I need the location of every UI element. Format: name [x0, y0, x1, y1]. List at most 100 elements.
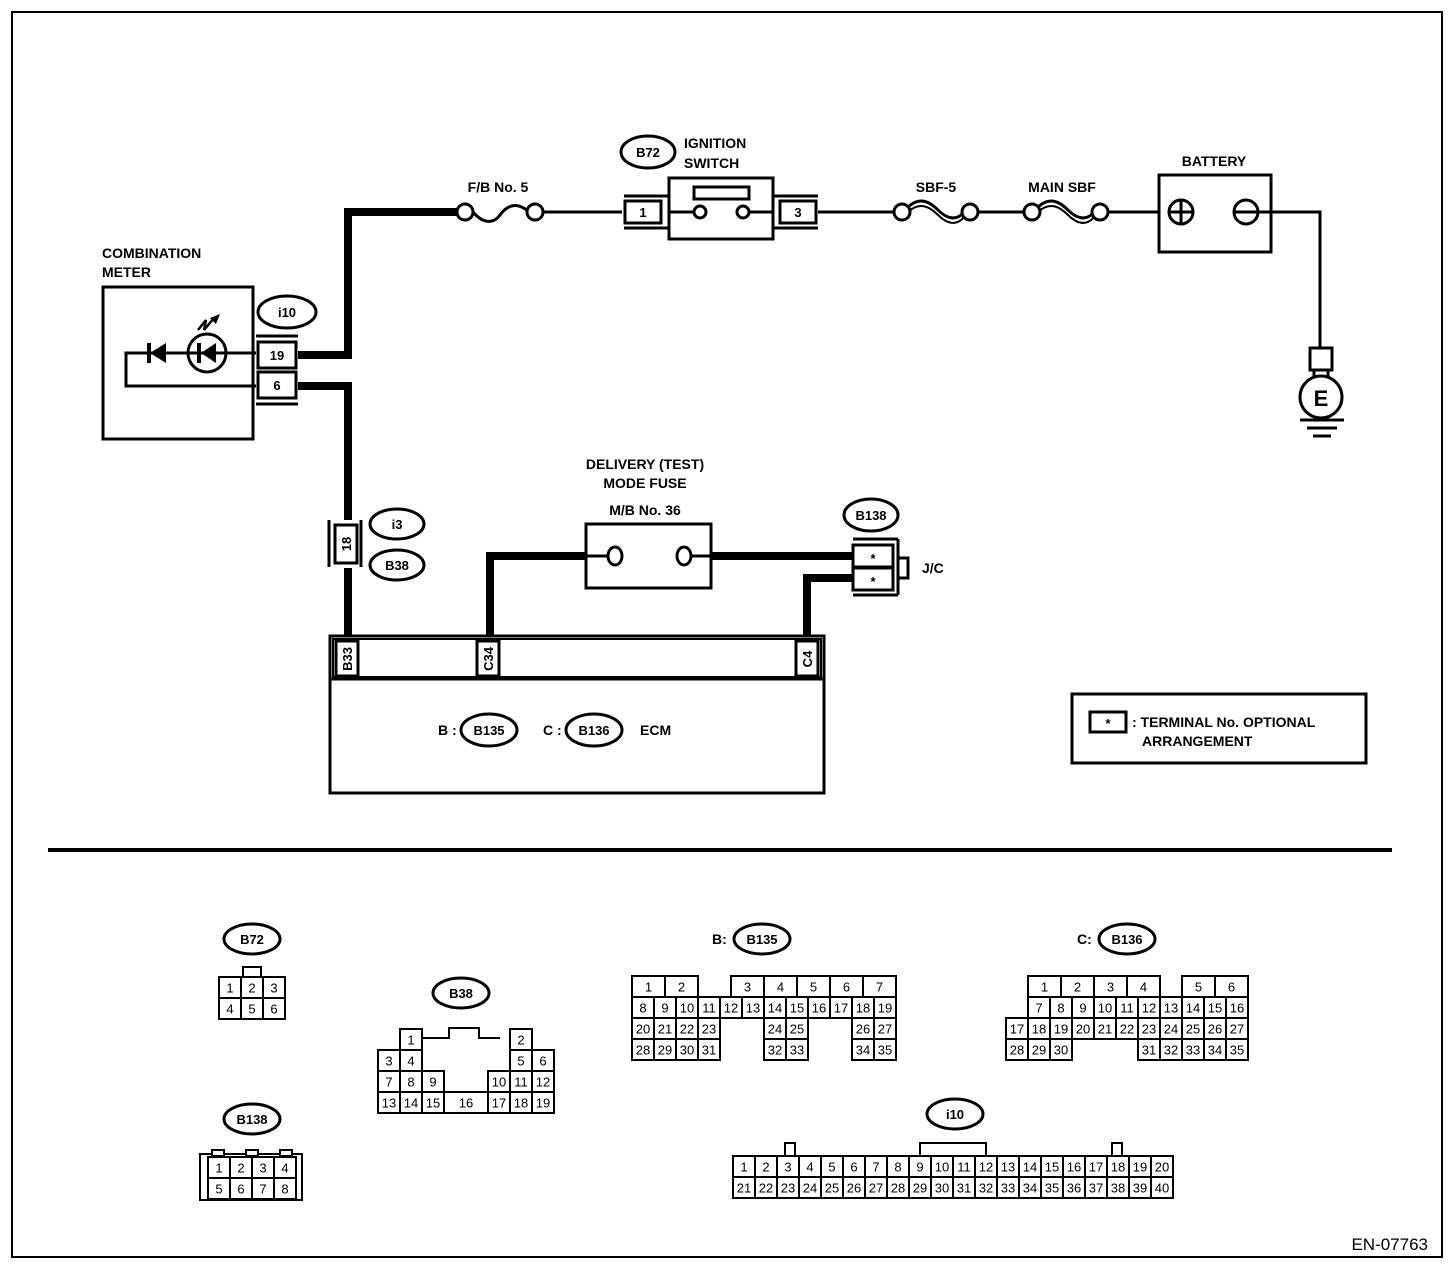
b135-pin-3-label: 3	[744, 980, 751, 995]
ground-label: E	[1314, 386, 1329, 411]
i10-pin-24-label: 24	[803, 1181, 817, 1196]
delivery-fuse-label-3: M/B No. 36	[609, 502, 681, 518]
b38-pin-19-label: 19	[536, 1096, 550, 1111]
b136-pin-30	[1049, 1038, 1073, 1061]
b135-pin-2-label: 2	[678, 980, 685, 995]
jc-pin-lower: *	[870, 574, 876, 589]
b135-pin-13-label: 13	[746, 1001, 760, 1016]
b135-pin-1-label: 1	[645, 980, 652, 995]
i10-pin-40-label: 40	[1155, 1181, 1169, 1196]
b136-pin-30-label: 30	[1054, 1043, 1068, 1058]
b136-pin-12-label: 12	[1142, 1001, 1156, 1016]
b135-pin-22-label: 22	[680, 1022, 694, 1037]
b136-pin-15-label: 15	[1208, 1001, 1222, 1016]
i10-pin-10-label: 10	[935, 1160, 949, 1175]
terminal-c34-label: C34	[481, 646, 496, 671]
i10-pin-30-label: 30	[935, 1181, 949, 1196]
ecm-prefix-b: B :	[438, 722, 457, 738]
connector-i10-inline[interactable]: i10 19 6	[256, 294, 318, 406]
i10-pin-29-label: 29	[913, 1181, 927, 1196]
b136-pin-14-label: 14	[1186, 1001, 1200, 1016]
b136-pin-26-label: 26	[1208, 1022, 1222, 1037]
b38-pin-2-label: 2	[517, 1033, 524, 1048]
b72-pin-4-label: 4	[226, 1002, 233, 1017]
ecm-prefix-c: C :	[543, 722, 562, 738]
connector-b38-tag: B38	[385, 558, 409, 573]
drawing-code: EN-07763	[1351, 1235, 1428, 1254]
connector-b135-tag: B135	[473, 723, 504, 738]
b136-pin-34-label: 34	[1208, 1043, 1222, 1058]
b135-pin-31-label: 31	[702, 1043, 716, 1058]
battery: BATTERY	[1157, 153, 1273, 254]
b136-pin-5-label: 5	[1195, 980, 1202, 995]
b135-pin-32-label: 32	[768, 1043, 782, 1058]
b136-pin-11-label: 11	[1120, 1001, 1134, 1016]
i10-pin-32-label: 32	[979, 1181, 993, 1196]
ignition-pin-1: 1	[639, 205, 646, 220]
b38-pin-11-label: 11	[514, 1075, 528, 1090]
b135-pin-21-label: 21	[658, 1022, 672, 1037]
b138-pin-4-label: 4	[281, 1161, 288, 1176]
i10-pin-23-label: 23	[781, 1181, 795, 1196]
i10-pin-16-label: 16	[1067, 1160, 1081, 1175]
i10-pin-6-label: 6	[850, 1160, 857, 1175]
b38-pin-13-label: 13	[382, 1096, 396, 1111]
i10-pin-34-label: 34	[1023, 1181, 1037, 1196]
b72-pin-5-label: 5	[248, 1002, 255, 1017]
i10-pin-1-label: 1	[740, 1160, 747, 1175]
combination-meter-label-2: METER	[102, 264, 151, 280]
b136-pin-20-label: 20	[1076, 1022, 1090, 1037]
pin-19: 19	[270, 348, 284, 363]
fuse-fb-no5: F/B No. 5	[455, 179, 545, 223]
b135-pin-25-label: 25	[790, 1022, 804, 1037]
ecm-terminal-b33[interactable]: B33	[334, 639, 360, 678]
terminal-c4-label: C4	[800, 650, 815, 667]
b136-pin-8-label: 8	[1057, 1001, 1064, 1016]
b136-pin-4-label: 4	[1140, 980, 1147, 995]
b38-pin-19	[531, 1091, 555, 1114]
b138-pin-8-label: 8	[281, 1182, 288, 1197]
b38-pin-14-label: 14	[404, 1096, 418, 1111]
ecm-terminal-c34[interactable]: C34	[475, 639, 501, 678]
b135-pin-26-label: 26	[856, 1022, 870, 1037]
b135-pin-20-label: 20	[636, 1022, 650, 1037]
jc-label: J/C	[922, 560, 944, 576]
legend-line-2: ARRANGEMENT	[1142, 733, 1253, 749]
i10-pin-33-label: 33	[1001, 1181, 1015, 1196]
b38-pin-12-label: 12	[536, 1075, 550, 1090]
b136-pin-16-label: 16	[1230, 1001, 1244, 1016]
joint-connector-b138[interactable]: B138 * * J/C	[842, 497, 944, 597]
b136-view-prefix: C:	[1077, 931, 1092, 947]
ecm-terminal-c4[interactable]: C4	[794, 639, 820, 678]
b135-pin-33	[785, 1038, 809, 1061]
delivery-fuse-label-1: DELIVERY (TEST)	[586, 456, 704, 472]
connector-i3-tag: i3	[392, 517, 403, 532]
b136-pin-29-label: 29	[1032, 1043, 1046, 1058]
b135-pin-35	[873, 1038, 897, 1061]
i10-pin-14-label: 14	[1023, 1160, 1037, 1175]
delivery-fuse-label-2: MODE FUSE	[603, 475, 686, 491]
fuse-main-sbf: MAIN SBF	[1022, 179, 1110, 224]
thick-wires	[298, 208, 853, 640]
b38-pin-15-label: 15	[426, 1096, 440, 1111]
b72-pin-2-label: 2	[248, 981, 255, 996]
b135-pin-8-label: 8	[639, 1001, 646, 1016]
i10-pin-8-label: 8	[894, 1160, 901, 1175]
b38-pin-1-label: 1	[407, 1033, 414, 1048]
b136-view-title: B136	[1111, 932, 1142, 947]
b136-pin-1-label: 1	[1041, 980, 1048, 995]
page-frame	[11, 11, 1443, 1258]
connector-i3-b38-inline[interactable]: 18 i3 B38	[327, 507, 426, 582]
ecm-label: ECM	[640, 722, 671, 738]
b38-pin-18-label: 18	[514, 1096, 528, 1111]
b138-pin-7-label: 7	[259, 1182, 266, 1197]
i10-pin-31-label: 31	[957, 1181, 971, 1196]
ignition-switch-label-1: IGNITION	[684, 135, 746, 151]
b136-pin-7-label: 7	[1035, 1001, 1042, 1016]
i10-pin-4-label: 4	[806, 1160, 813, 1175]
b136-pin-18-label: 18	[1032, 1022, 1046, 1037]
